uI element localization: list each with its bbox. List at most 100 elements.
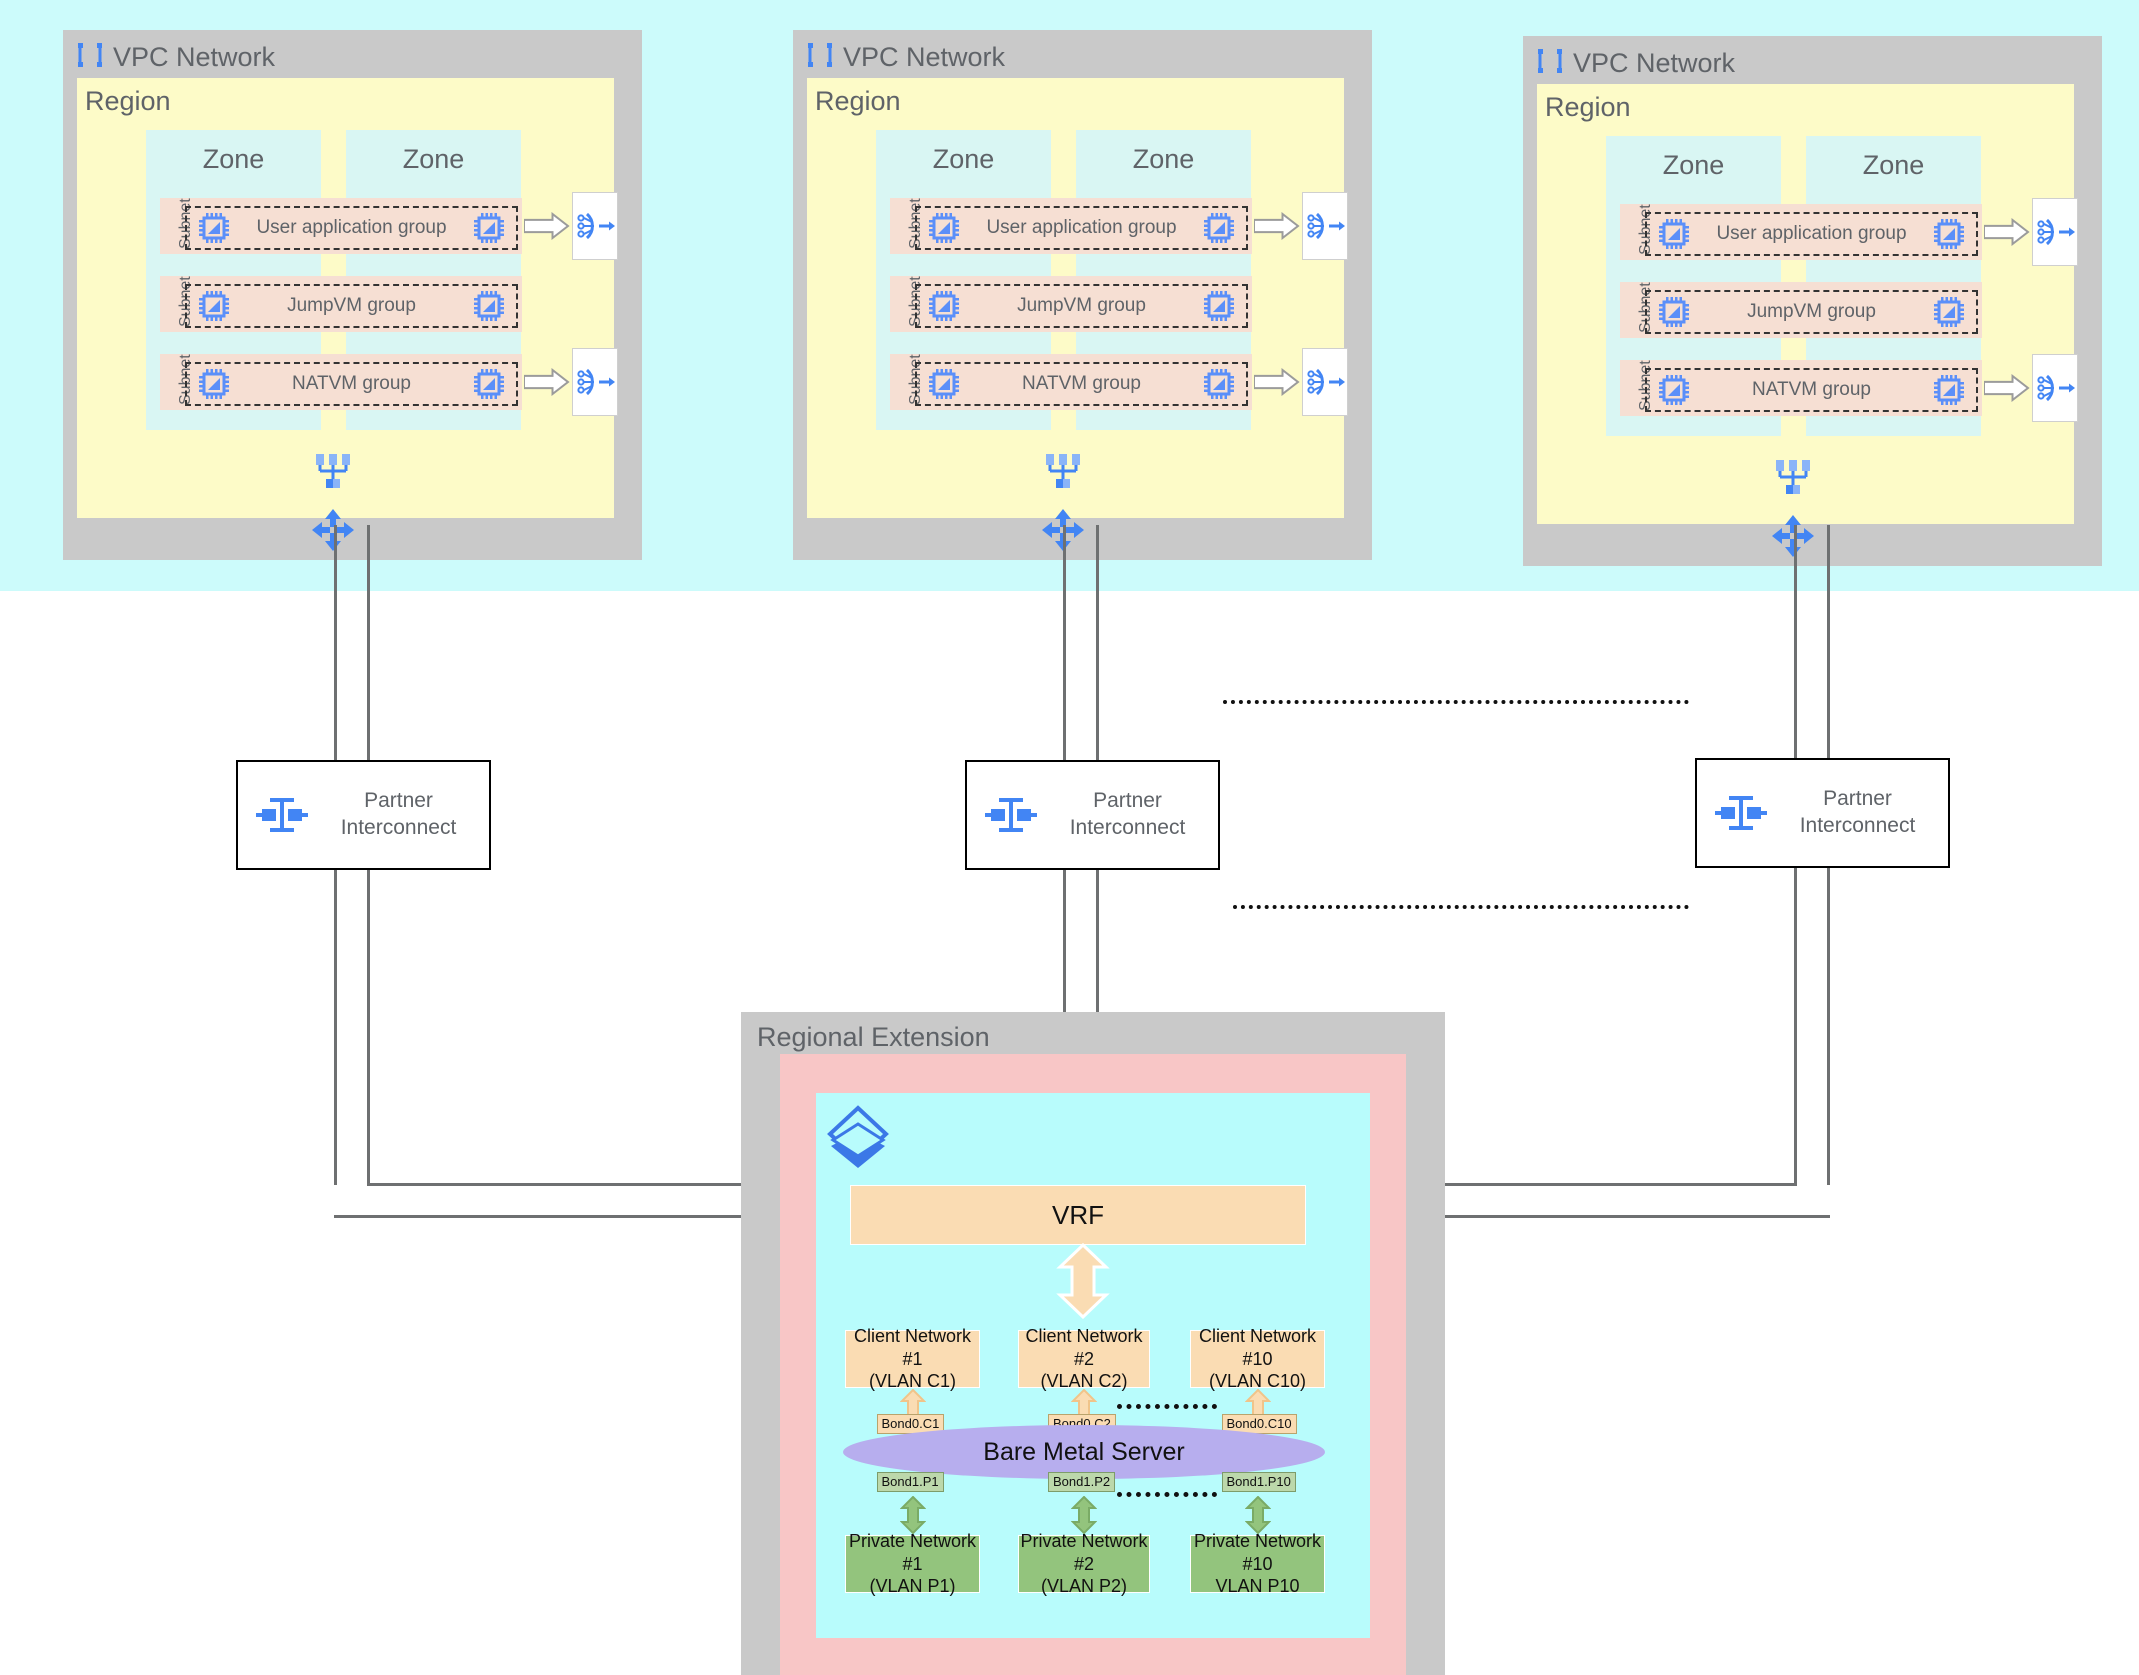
instance-group-3[interactable]: NATVM group: [185, 362, 518, 406]
instance-group-label: NATVM group: [1752, 379, 1871, 400]
vm-chip-icon: [1659, 297, 1689, 332]
connector-vpc3-to-vrf-lower: [1306, 1215, 1830, 1218]
partner-interconnect-icon: [985, 792, 1037, 838]
subnet-to-nat-arrow: [1983, 217, 2030, 251]
client-network-3[interactable]: Client Network #10(VLAN C10): [1190, 1326, 1325, 1391]
connector-vpc1-to-vrf-upper: [367, 1183, 850, 1186]
vm-chip-icon: [1204, 291, 1234, 326]
vpc-network-title: VPC Network: [113, 42, 276, 72]
dotted-separator-upper: [1223, 700, 1689, 704]
subnet-to-nat-arrow: [1253, 367, 1300, 401]
bond1-label-1: Bond1.P1: [876, 1472, 944, 1492]
cloud-router-icon[interactable]: [311, 508, 355, 557]
vm-chip-icon: [929, 369, 959, 404]
vm-chip-icon: [474, 369, 504, 404]
region-label: Region: [815, 86, 901, 116]
subnet-to-nat-arrow: [523, 211, 570, 245]
vm-chip-icon: [474, 291, 504, 326]
private-network-ellipsis: [1117, 1492, 1217, 1497]
bond-private-network-arrow: [1244, 1495, 1271, 1539]
client-network-label-line1: Client Network #1: [853, 1326, 972, 1369]
vm-chip-icon: [199, 291, 229, 326]
network-tree-icon: [1773, 458, 1813, 503]
instance-group-3[interactable]: NATVM group: [915, 362, 1248, 406]
vm-chip-icon: [199, 213, 229, 248]
instance-group-1[interactable]: User application group: [915, 206, 1248, 250]
partner-interconnect-label-line1: Partner: [1093, 789, 1162, 813]
vm-chip-icon: [1204, 213, 1234, 248]
layers-stack-icon: [823, 1102, 893, 1174]
cloud-router-icon[interactable]: [1771, 514, 1815, 563]
vm-chip-icon: [1659, 375, 1689, 410]
vrf-box[interactable]: VRF: [850, 1185, 1306, 1245]
vrf-label: VRF: [1052, 1199, 1104, 1230]
subnet-to-nat-arrow: [1983, 373, 2030, 407]
private-network-label-line1: Private Network #2: [1020, 1531, 1148, 1574]
zone-label: Zone: [1132, 144, 1195, 174]
instance-group-2[interactable]: JumpVM group: [915, 284, 1248, 328]
network-tree-icon: [1043, 452, 1083, 497]
partner-interconnect-label-line1: Partner: [1823, 787, 1892, 811]
cloud-nat-icon: [575, 206, 615, 251]
partner-interconnect-icon: [1715, 790, 1767, 836]
partner-interconnect-label-line2: Interconnect: [1799, 814, 1916, 837]
vpc-network-title: VPC Network: [1573, 48, 1736, 78]
region-label: Region: [1545, 92, 1631, 122]
client-network-1[interactable]: Client Network #1(VLAN C1): [845, 1326, 980, 1391]
cloud-nat-icon: [1305, 206, 1345, 251]
cloud-nat-icon: [575, 362, 615, 407]
vm-chip-icon: [929, 213, 959, 248]
instance-group-label: JumpVM group: [1017, 295, 1146, 316]
client-network-label-line2: (VLAN C10): [1208, 1371, 1307, 1392]
connector-vpc1-to-vrf-lower: [334, 1215, 850, 1218]
instance-group-label: User application group: [1716, 223, 1907, 244]
bond-private-network-arrow: [899, 1495, 926, 1539]
vm-chip-icon: [474, 213, 504, 248]
instance-group-label: JumpVM group: [1747, 301, 1876, 322]
zone-label: Zone: [1862, 150, 1925, 180]
instance-group-2[interactable]: JumpVM group: [1645, 290, 1978, 334]
client-network-ellipsis: [1117, 1404, 1217, 1409]
cloud-nat-icon: [1305, 362, 1345, 407]
private-network-2[interactable]: Private Network #2(VLAN P2): [1018, 1531, 1150, 1596]
bare-metal-server-label: Bare Metal Server: [983, 1437, 1185, 1466]
bond0-label-3: Bond0.C10: [1221, 1414, 1297, 1434]
zone-label: Zone: [402, 144, 465, 174]
private-network-label-line1: Private Network #1: [848, 1531, 977, 1574]
connector-vpc3-to-vrf-upper: [1306, 1183, 1797, 1186]
vpc-network-icon: [77, 42, 103, 73]
partner-interconnect-label-line1: Partner: [364, 789, 433, 813]
instance-group-3[interactable]: NATVM group: [1645, 368, 1978, 412]
bare-metal-server[interactable]: Bare Metal Server: [843, 1425, 1325, 1479]
instance-group-1[interactable]: User application group: [185, 206, 518, 250]
client-network-2[interactable]: Client Network #2(VLAN C2): [1018, 1326, 1150, 1391]
vm-chip-icon: [929, 291, 959, 326]
vm-chip-icon: [1934, 297, 1964, 332]
instance-group-1[interactable]: User application group: [1645, 212, 1978, 256]
regional-extension-title: Regional Extension: [757, 1022, 990, 1052]
subnet-to-nat-arrow: [523, 367, 570, 401]
private-network-label-line2: (VLAN P1): [869, 1576, 956, 1597]
dotted-separator-lower: [1233, 905, 1689, 909]
vrf-client-bidirectional-arrow: [1056, 1242, 1110, 1320]
cloud-nat-icon: [2035, 368, 2075, 413]
instance-group-label: User application group: [986, 217, 1177, 238]
cloud-nat-icon: [2035, 212, 2075, 257]
vm-chip-icon: [1934, 219, 1964, 254]
zone-label: Zone: [1662, 150, 1725, 180]
private-network-label-line3: VLAN P10: [1215, 1576, 1300, 1597]
vm-chip-icon: [199, 369, 229, 404]
private-network-1[interactable]: Private Network #1(VLAN P1): [845, 1531, 980, 1596]
instance-group-2[interactable]: JumpVM group: [185, 284, 518, 328]
network-tree-icon: [313, 452, 353, 497]
vpc-network-icon: [1537, 48, 1563, 79]
vpc-network-title: VPC Network: [843, 42, 1006, 72]
